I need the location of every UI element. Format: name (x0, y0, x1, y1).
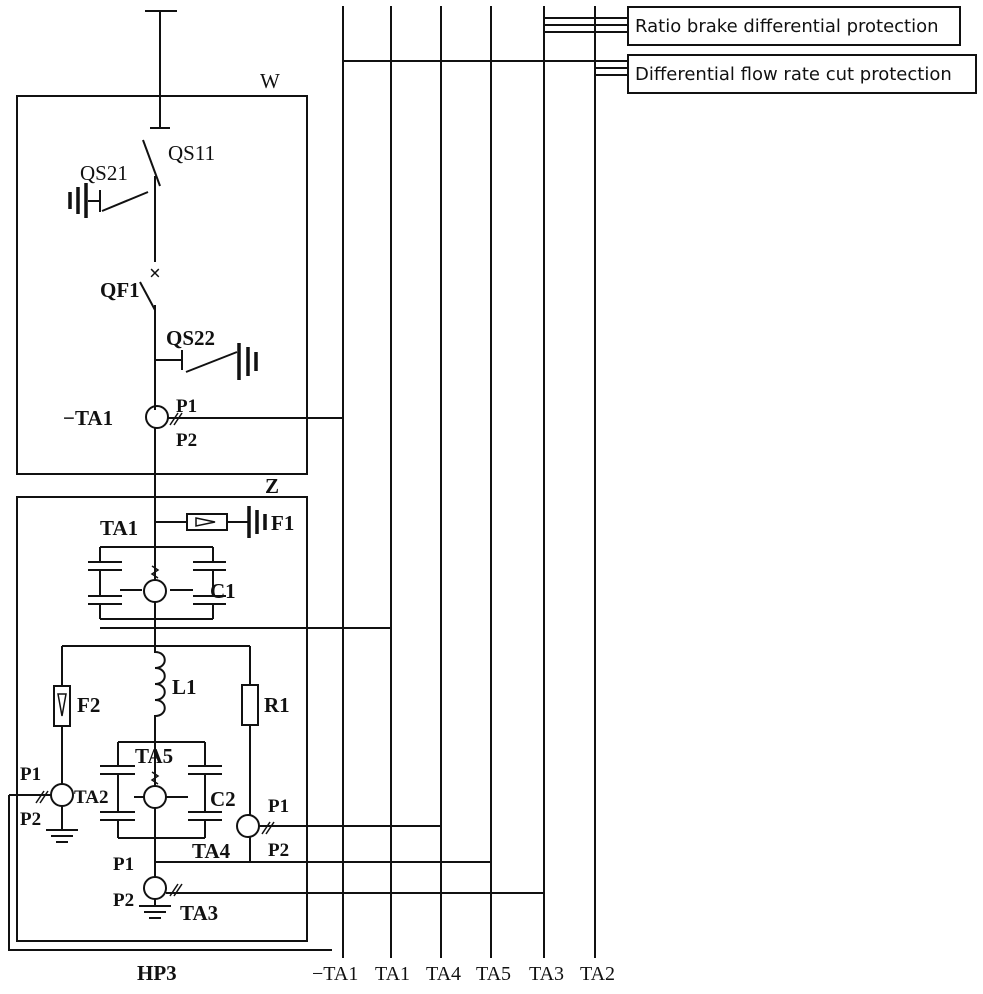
label-ta2: TA2 (74, 787, 108, 808)
label-w: W (260, 69, 280, 93)
ct-c1-unbalance (143, 579, 167, 603)
bus-lines (342, 6, 596, 958)
ground-symbol-ta3 (139, 905, 171, 919)
label-p1-w: P1 (176, 396, 197, 417)
label-p1-bottom: P1 (113, 854, 134, 875)
bus-label-neg-ta1: −TA1 (312, 963, 358, 985)
label-c1: C1 (210, 579, 236, 603)
ct-c2-unbalance (143, 785, 167, 809)
label-c2: C2 (210, 787, 236, 811)
protection-feeds (343, 17, 628, 76)
label-f2: F2 (77, 693, 100, 717)
box-differential-cut (627, 54, 977, 94)
label-p2-w: P2 (176, 430, 197, 451)
label-qs22: QS22 (166, 326, 215, 350)
label-qs11: QS11 (168, 141, 215, 165)
qs22-blade (185, 351, 238, 373)
label-p2-bottom: P2 (113, 890, 134, 911)
label-ta1-z: TA1 (100, 516, 138, 540)
bus-label-ta5: TA5 (476, 963, 511, 985)
box-ratio-brake (627, 6, 961, 46)
ct-ta1-w (145, 405, 169, 429)
label-r1: R1 (264, 693, 290, 717)
bus-label-ta1: TA1 (375, 963, 410, 985)
qs11-blade (142, 139, 161, 187)
label-l1: L1 (172, 675, 197, 699)
bus-label-ta2: TA2 (580, 963, 615, 985)
ground-symbol-qs22 (237, 343, 258, 380)
label-ta5: TA5 (135, 744, 173, 768)
label-qf1: QF1 (100, 278, 140, 302)
capacitor-bank-c1 (88, 546, 226, 629)
ct-ta3 (143, 876, 167, 900)
label-ta4: TA4 (192, 839, 231, 863)
label-p2-left: P2 (20, 809, 41, 830)
label-ta3: TA3 (180, 901, 218, 925)
breaker-x-mark: × (149, 261, 161, 285)
label-ratio-brake: Ratio brake differential protection (635, 16, 939, 37)
bus-label-ta4: TA4 (426, 963, 461, 985)
ct-ta2 (50, 783, 74, 807)
ct-c1-coil (150, 565, 160, 579)
label-hp3: HP3 (137, 961, 177, 985)
arrester-f2 (53, 685, 71, 727)
box-w (16, 95, 308, 475)
qs21-blade (101, 191, 149, 212)
ct-c2-coil (150, 771, 160, 785)
label-differential-cut: Differential flow rate cut protection (635, 64, 952, 85)
resistor-r1 (241, 684, 259, 726)
qf1-blade (139, 281, 156, 311)
label-p2-right: P2 (268, 840, 289, 861)
ground-symbol-qs21 (68, 183, 88, 218)
ct-ta4 (236, 814, 260, 838)
label-p1-left: P1 (20, 764, 41, 785)
arrester-f1 (186, 513, 228, 531)
label-p1-right: P1 (268, 796, 289, 817)
box-z (16, 496, 308, 942)
inductor-l1 (154, 646, 166, 742)
label-f1: F1 (271, 511, 294, 535)
bus-label-ta3: TA3 (529, 963, 564, 985)
label-z: Z (265, 474, 279, 498)
label-qs21: QS21 (80, 161, 128, 185)
box-hp3-outline (8, 795, 332, 951)
ground-symbol-f1 (247, 506, 267, 538)
label-ta1-w: −TA1 (63, 406, 113, 430)
ground-symbol-ta2 (46, 829, 78, 843)
